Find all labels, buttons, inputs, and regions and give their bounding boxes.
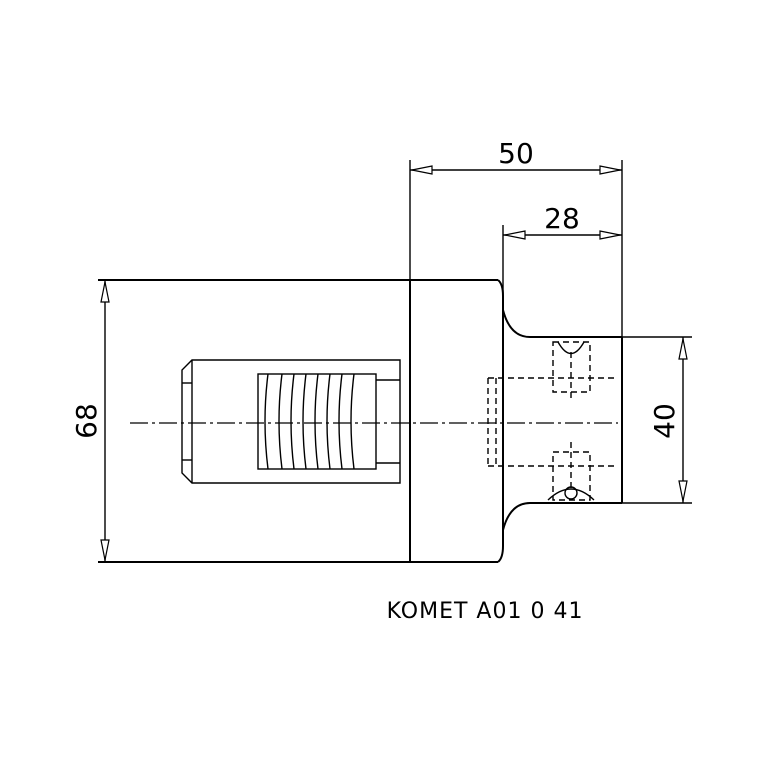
clamping-screw-bottom [547,442,595,501]
threaded-insert [181,359,401,484]
part-caption: KOMET A01 0 41 [387,599,584,624]
dim-label-40: 40 [648,403,681,439]
dim-label-68: 68 [70,403,103,439]
clamping-screw-top [552,341,591,402]
dimension-overall-length: 50 [409,137,623,337]
dim-label-28: 28 [544,202,580,235]
dimension-shank-length: 28 [502,202,622,296]
holder-body [98,279,504,563]
dimension-shank-diameter: 40 [622,336,692,504]
dim-label-50: 50 [498,137,534,170]
holder-shank [502,309,623,531]
dimension-body-diameter: 68 [70,280,110,562]
